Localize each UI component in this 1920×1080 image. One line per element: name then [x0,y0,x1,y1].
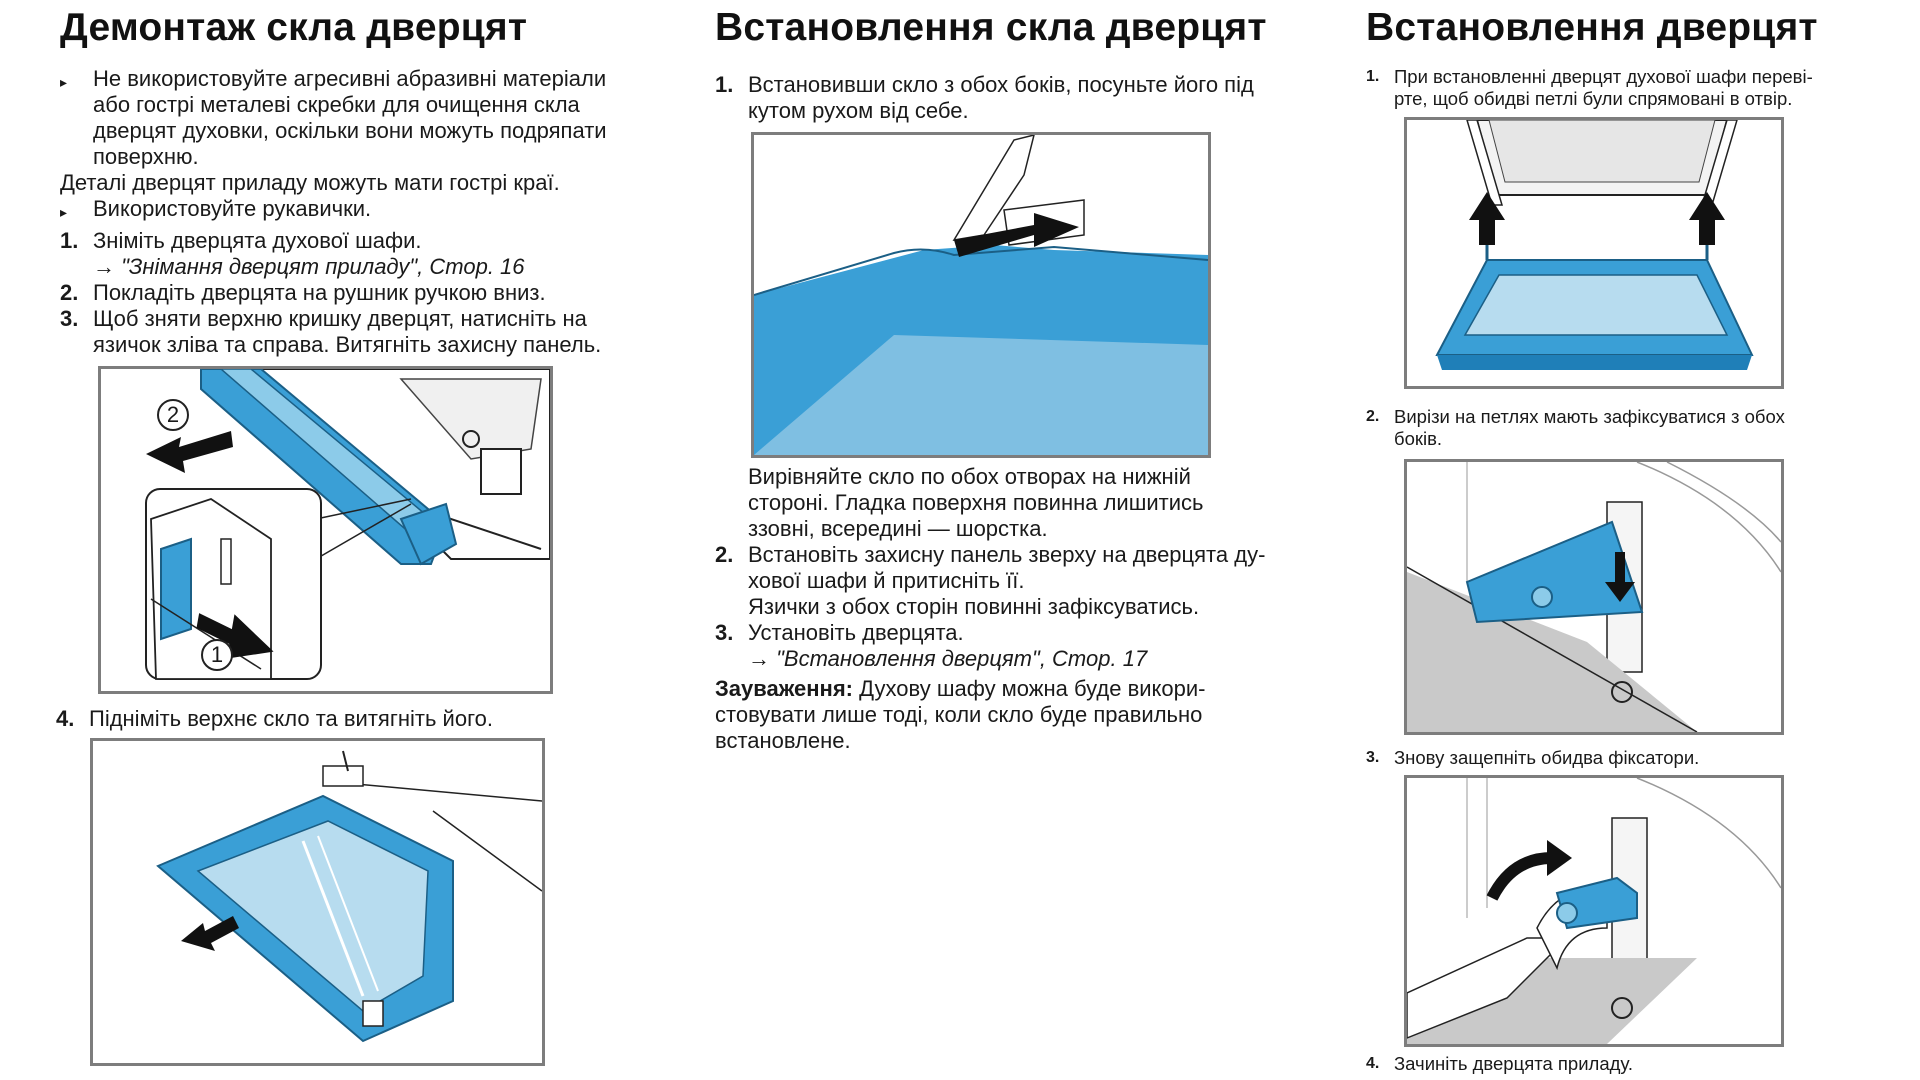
latch-illustration [1404,775,1784,1047]
step-3: 3. Знову защепніть обидва фіксатори. [1366,747,1700,768]
column-install-door: Встановлення дверцят 1. При встановленні… [1366,0,1886,1074]
remove-panel-illustration: 2 1 [98,366,553,694]
section-title: Демонтаж скла дверцят [60,6,528,49]
section-title: Встановлення скла дверцят [715,6,1267,49]
step-1: 1. Зніміть дверцята духової шафи. → "Зні… [60,228,525,279]
step-1: 1. При встановленні дверцят духової шафи… [1366,66,1813,109]
step-3: 3. Щоб зняти верхню кришку дверцят, нати… [60,306,602,357]
door-hinges-illustration [1404,117,1784,389]
gloves-bullet: ▸ Використовуйте рукавички. [60,196,371,225]
align-instructions: Вирівняйте скло по обох отворах на нижні… [748,464,1204,541]
hinge-notch-illustration [1404,459,1784,735]
section-title: Встановлення дверцят [1366,6,1818,49]
page-reference-link[interactable]: → "Знімання дверцят приладу", Стор. 16 [93,254,525,279]
note-block: Зауваження: Духову шафу можна буде викор… [715,676,1206,753]
column-install-glass: Встановлення скла дверцят 1. Встановивши… [715,0,1325,753]
column-remove-glass: Демонтаж скла дверцят ▸ Не використовуйт… [56,0,680,1066]
step-2: 2. Встановіть захисну панель зверху на д… [715,542,1266,619]
callout-number-2: 2 [157,399,189,431]
lift-glass-illustration [90,738,545,1066]
slide-glass-illustration [751,132,1211,458]
step-2: 2. Покладіть дверцята на рушник ручкою в… [60,280,546,305]
step-4: 4. Зачиніть дверцята приладу. [1366,1053,1633,1074]
warning-bullet: ▸ Не використовуйте агресивні абразивні … [60,66,607,169]
step-2: 2. Вирізи на петлях мають зафіксуватися … [1366,406,1785,449]
sharp-edges-note: Деталі дверцят приладу можуть мати гостр… [60,170,560,195]
note-label: Зауваження: [715,676,854,701]
bullet-triangle-icon: ▸ [60,74,68,90]
callout-number-1: 1 [201,639,233,671]
page-reference-link[interactable]: → "Встановлення дверцят", Стор. 17 [748,646,1148,671]
step-4: 4. Підніміть верхнє скло та витягніть йо… [56,706,493,731]
step-1: 1. Встановивши скло з обох боків, посунь… [715,72,1254,123]
step-3: 3. Установіть дверцята. → "Встановлення … [715,620,1148,671]
bullet-triangle-icon: ▸ [60,204,68,220]
